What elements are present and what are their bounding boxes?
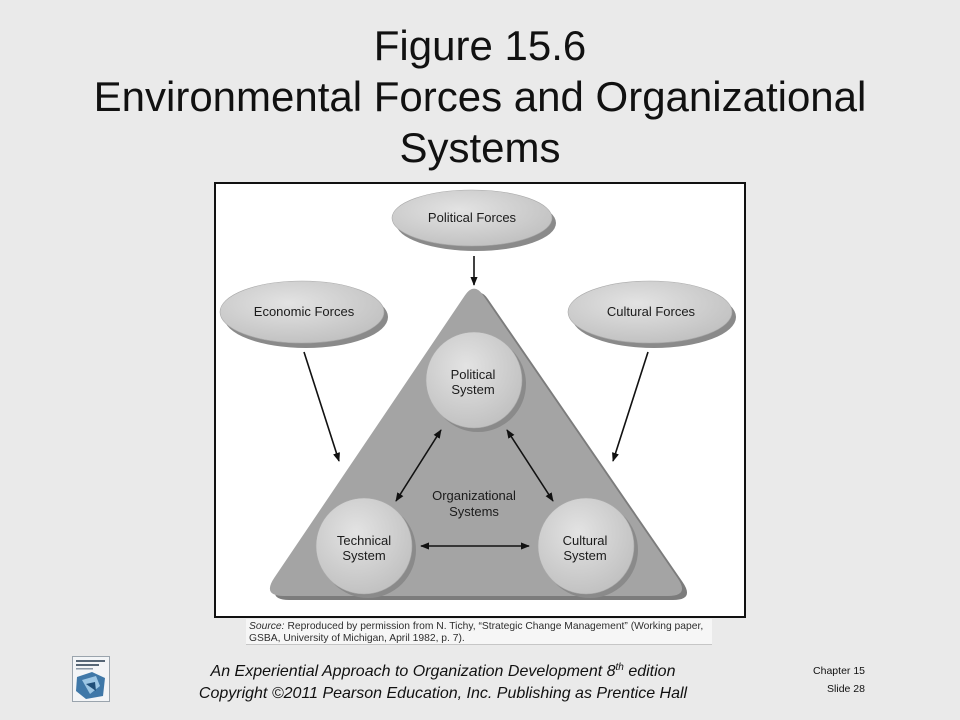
book-cover-icon — [72, 656, 110, 702]
figure-frame: Political Forces Economic Forces Cultura… — [214, 182, 746, 618]
system-circle-cultural — [537, 497, 635, 595]
slide-title: Figure 15.6 Environmental Forces and Org… — [50, 20, 910, 173]
source-line-2: GSBA, University of Michigan, April 1982… — [249, 632, 465, 644]
arrow-cultural-forces — [612, 351, 649, 462]
force-label-cultural: Cultural Forces — [607, 304, 696, 319]
system-label-political-line1: Political — [451, 367, 496, 382]
cover-title-bar — [76, 664, 99, 666]
force-label-political: Political Forces — [428, 210, 517, 225]
source-label: Source: — [249, 621, 285, 632]
arrow-political-technical — [395, 429, 442, 502]
source-text-1: Reproduced by permission from N. Tichy, … — [287, 621, 704, 632]
system-label-cultural-line1: Cultural — [563, 533, 608, 548]
cover-subtitle-bar — [76, 668, 93, 670]
chapter-number: Chapter 15 — [813, 665, 865, 677]
system-circle-political — [425, 331, 523, 429]
force-ellipse-political — [391, 189, 553, 247]
arrow-political-cultural — [506, 429, 554, 502]
copyright-line: Copyright ©2011 Pearson Education, Inc. … — [198, 685, 688, 702]
system-node-political: Political System — [425, 331, 526, 432]
cover-title-bar — [76, 660, 105, 662]
force-label-economic: Economic Forces — [254, 304, 355, 319]
system-circle-technical — [315, 497, 413, 595]
cover-art-dark — [86, 682, 96, 691]
force-node-cultural: Cultural Forces — [567, 280, 736, 348]
organizational-systems-label-line1: Organizational — [432, 488, 516, 503]
book-title-line: An Experiential Approach to Organization… — [143, 661, 743, 683]
system-label-technical-line1: Technical — [337, 533, 391, 548]
system-node-cultural: Cultural System — [537, 497, 638, 598]
figure-number: Figure 15.6 — [373, 22, 587, 69]
arrow-economic-forces — [303, 351, 340, 462]
source-note: Source:Reproduced by permission from N. … — [246, 619, 712, 645]
edition-ordinal-suffix: th — [615, 662, 624, 673]
force-ellipse-cultural — [567, 280, 733, 344]
environmental-forces-diagram: Political Forces Economic Forces Cultura… — [219, 189, 736, 600]
system-label-cultural-line2: System — [563, 548, 606, 563]
source-line-1: Source:Reproduced by permission from N. … — [249, 621, 712, 633]
system-label-political-line2: System — [451, 382, 494, 397]
book-title: An Experiential Approach to Organization… — [210, 663, 616, 680]
force-node-economic: Economic Forces — [219, 280, 388, 348]
book-cover-art — [72, 656, 110, 702]
footer-credit: An Experiential Approach to Organization… — [143, 661, 743, 705]
slide-number: Slide 28 — [827, 683, 865, 695]
system-label-technical-line2: System — [342, 548, 385, 563]
organizational-systems-label-line2: Systems — [449, 504, 499, 519]
system-node-technical: Technical System — [315, 497, 416, 598]
force-node-political: Political Forces — [391, 189, 556, 251]
edition-word: edition — [628, 663, 676, 680]
figure-caption: Environmental Forces and Organizational … — [93, 73, 867, 171]
force-ellipse-economic — [219, 280, 385, 344]
slide-meta: Chapter 15 Slide 28 — [765, 662, 865, 698]
